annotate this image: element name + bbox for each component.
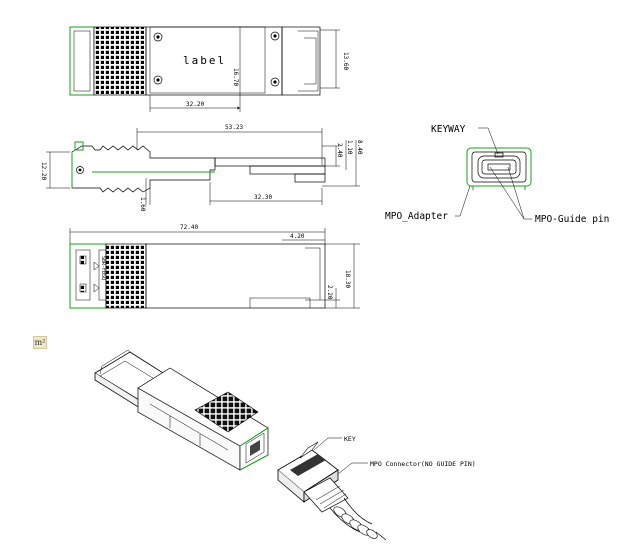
dim-bottom-total: 72.40: [180, 224, 198, 231]
key-label: KEY: [344, 435, 356, 443]
side-view: 53.23 2.40 1.10 8.40 12.20 1.60 32.30: [40, 124, 363, 212]
dim-top-height: 16.70: [232, 68, 239, 86]
dim-side-d: 1.60: [139, 197, 146, 212]
mpo-adapter-label: MPO_Adapter: [385, 211, 448, 222]
dim-top-width: 32.20: [186, 101, 204, 108]
label-text: label: [183, 54, 226, 67]
dim-bottom-tip: 4.20: [290, 233, 305, 240]
dim-side-height: 12.20: [40, 162, 47, 180]
top-view: label 16.70 32.20 13.60: [69, 26, 349, 112]
dim-side-length: 53.23: [225, 124, 243, 131]
dim-side-e: 32.30: [254, 194, 272, 201]
keyway-label: KEYWAY: [431, 124, 466, 135]
dim-bottom-right: 18.30: [344, 270, 351, 288]
dim-bottom-small: 2.20: [326, 285, 333, 300]
front-view: KEYWAY MPO_Adapter MPO-Guide pin: [385, 124, 609, 225]
mpo-guide-pin-label: MPO-Guide pin: [535, 214, 609, 225]
unit-tag: m²: [33, 336, 47, 349]
dim-top-right: 13.60: [342, 52, 349, 70]
bottom-side-code: SBR-FBSQ: [100, 256, 106, 280]
iso-view: KEY MPO Connector(NO GUIDE PIN): [94, 349, 476, 541]
dim-side-b: 1.10: [346, 140, 353, 155]
dim-side-c: 8.40: [356, 140, 363, 155]
bottom-view: 72.40 4.20 SBR-FBSQ 18.30 2.20: [69, 224, 360, 309]
mpo-connector-label: MPO Connector(NO GUIDE PIN): [370, 460, 476, 468]
dim-side-a: 2.40: [336, 143, 343, 158]
